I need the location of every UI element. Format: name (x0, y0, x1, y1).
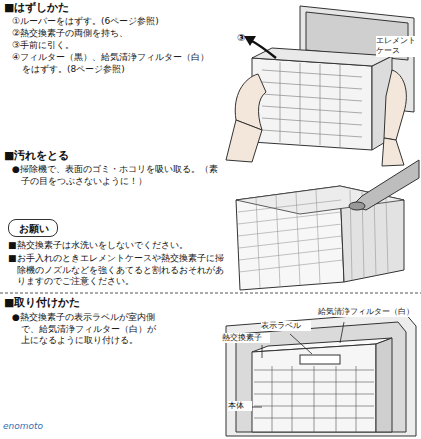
callout-number: ③ (237, 31, 251, 44)
caution-text: ■熱交換素子は水洗いをしないでください。 (8, 240, 228, 252)
watermark: enomoto (3, 421, 63, 433)
section-heading: ■取り付けかた (4, 296, 204, 310)
part-label: エレメントケース (376, 36, 418, 57)
instruction-text: ●熱交換素子の表示ラベルが室内側で、給気清浄フィルター（白）が上になるように取り… (12, 312, 162, 347)
step-text: ①ルーバーをはずす。(6ページ参照) (12, 16, 227, 28)
section-heading: ■汚れをとる (4, 149, 204, 163)
notice-heading: お願い (19, 222, 47, 236)
step-text: ③手前に引く。 (12, 40, 227, 52)
part-label: 熱交換素子 (222, 333, 270, 343)
removal-figure (226, 6, 414, 166)
part-label: 本体 (228, 401, 252, 411)
cleaning-figure (236, 160, 419, 290)
installation-figure (226, 312, 416, 436)
notice-box: お願い (8, 219, 58, 237)
step-text: ②熱交換素子の両側を持ち、 (12, 28, 227, 40)
step-text: ④フィルター（黒）、給気清浄フィルター（白）をはずす。(8ページ参照) (12, 52, 212, 75)
separator (0, 293, 421, 294)
part-label: 給気清浄フィルター（白） (318, 307, 420, 317)
part-label: 表示ラベル (261, 321, 311, 331)
section-heading: ■はずしかた (4, 1, 204, 15)
instruction-text: ●掃除機で、表面のゴミ・ホコリを吸い取る。（素子の目をつぶさないように！） (12, 164, 224, 187)
caution-text: ■お手入れのときエレメントケースや熱交換素子に掃除機のノズルなどを強くあてると割… (8, 253, 228, 288)
